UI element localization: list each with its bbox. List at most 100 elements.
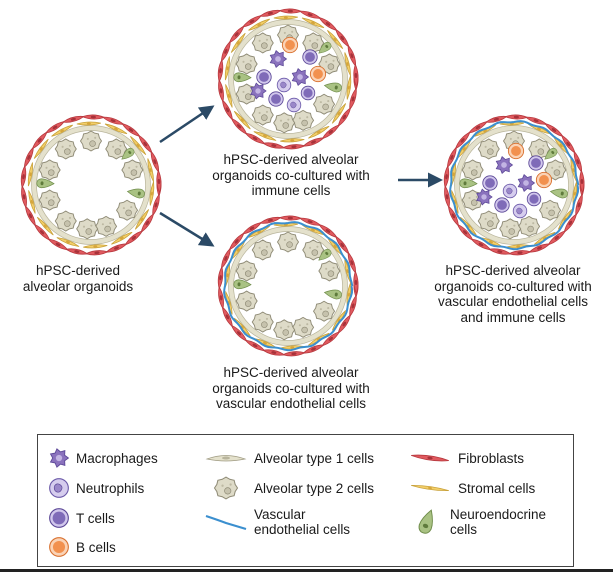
stromal-cell (33, 138, 49, 159)
neuroendocrine-cell (233, 279, 252, 290)
t-cell (300, 85, 316, 101)
stromal-cell (308, 125, 330, 139)
organoid-immune (217, 8, 359, 150)
stromal-cell (474, 124, 496, 137)
fibroblast-cell (65, 248, 89, 255)
t-cell (268, 91, 284, 107)
alveolar-type2-cell (318, 260, 341, 282)
macrophage-cell (269, 50, 288, 68)
t-cell (482, 175, 498, 191)
t-cell (494, 197, 510, 213)
alveolar-type2-cell (517, 215, 541, 237)
alveolar-type2-cell (477, 210, 500, 232)
alveolar-type2-cell (251, 32, 274, 54)
neuroendocrine-cell (459, 178, 478, 189)
stromal-cell (230, 32, 246, 53)
alveolar-type2-cell (38, 159, 61, 181)
stromal-cell (130, 135, 147, 155)
fibroblast-cell (281, 144, 307, 150)
legend-at2: Alveolar type 2 cells (204, 475, 374, 501)
fibroblast-cell (23, 146, 34, 169)
neutrophil-icon (49, 478, 69, 498)
alveolar-type1-layer (454, 125, 574, 245)
fibroblast-cell (278, 8, 303, 14)
stromal-cell (459, 216, 477, 236)
neutrophil-cell (286, 97, 302, 113)
endothelial-layer (223, 221, 354, 352)
organoid-base (20, 114, 162, 256)
fibroblast-icon (411, 454, 449, 462)
alveolar-type2-cell (461, 159, 484, 181)
alveolar-type2-cell (54, 210, 77, 232)
alveolar-type2-cell (499, 218, 522, 240)
t-cell (526, 191, 542, 207)
alveolar-type2-cell (302, 32, 325, 54)
stromal-cell (327, 29, 344, 49)
stromal-cell (28, 190, 36, 214)
stromal-cell (36, 216, 54, 236)
stromal-cell (27, 162, 34, 187)
fibroblast-cell (579, 169, 585, 194)
alveolar-type2-cell (251, 311, 274, 333)
caption-base: hPSC-derived alveolar organoids (22, 263, 134, 294)
neutrophil-cell (512, 203, 528, 219)
neuroendocrine-cell (323, 289, 342, 300)
neutrophil-cell (502, 183, 518, 199)
neuroendocrine-cell (323, 82, 342, 93)
neuroendocrine-cell (318, 41, 332, 54)
alveolar-type2-icon (213, 476, 239, 500)
legend-b-cells: B cells (48, 536, 116, 558)
alveolar-type2-cell (312, 93, 336, 115)
alveolar-type2-cell (477, 138, 500, 160)
neuroendocrine-cell (233, 72, 252, 83)
stromal-cell (225, 84, 233, 108)
endothelial-icon (205, 514, 247, 531)
fibroblast-cell (156, 169, 162, 194)
fibroblast-cell (504, 114, 529, 120)
alveolar-type2-cell (235, 53, 258, 75)
stromal-cell (331, 103, 347, 124)
legend-neutrophils: Neutrophils (48, 477, 144, 499)
stromal-cell (76, 121, 101, 126)
legend-macrophages: Macrophages (48, 447, 158, 469)
fibroblast-cell (20, 164, 27, 189)
stromal-cell (134, 209, 150, 230)
fibroblast-cell (446, 146, 457, 169)
neuroendocrine-cell (544, 147, 558, 160)
macrophage-icon (49, 448, 70, 468)
fibroblast-cell (353, 270, 359, 295)
macrophage-cell (495, 156, 514, 174)
caption-immune: hPSC-derived alveolar organoids co-cultu… (212, 152, 370, 198)
b-cell (281, 36, 299, 54)
alveolar-type2-cell (273, 319, 296, 341)
fibroblast-cell (353, 63, 359, 88)
alveolar-type2-cell (312, 300, 336, 322)
organoid-vascular (217, 215, 359, 357)
stromal-cell (83, 244, 108, 249)
alveolar-type2-cell (94, 215, 118, 237)
alveolar-type2-cell (105, 138, 128, 160)
neuroendocrine-cell (126, 188, 145, 199)
stromal-cell (253, 131, 277, 141)
stromal-cell (56, 237, 80, 247)
legend-t-cells: T cells (48, 507, 115, 529)
fibroblast-cell (281, 351, 307, 357)
stromal-cell (344, 52, 351, 76)
b-cell (309, 65, 327, 83)
macrophage-cell (476, 188, 493, 206)
organoid-combined (443, 114, 585, 256)
alveolar-type2-cell (235, 290, 258, 312)
alveolar-type2-cell (38, 189, 61, 211)
alveolar-type1-layer (228, 226, 348, 346)
stromal-cell (51, 124, 73, 137)
alveolar-type1-layer (228, 19, 348, 139)
alveolar-type2-cell (115, 199, 139, 221)
alveolar-type2-cell (251, 239, 274, 261)
alveolar-type1-icon (205, 455, 247, 462)
fibroblast-cell (105, 243, 128, 253)
stromal-cell (104, 123, 128, 135)
fibroblast-cell (262, 142, 286, 149)
legend-stromal: Stromal cells (408, 477, 535, 499)
stromal-cell (149, 181, 155, 206)
